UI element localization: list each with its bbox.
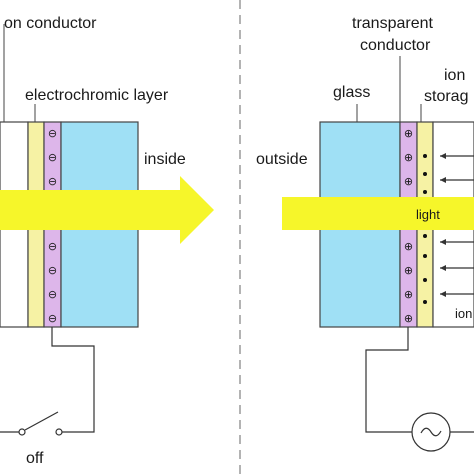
ion-dot: [423, 234, 427, 238]
negative-charge: ⊖: [48, 175, 57, 188]
ion-arrowhead: [440, 265, 446, 271]
positive-charge: ⊕: [404, 175, 413, 188]
ion-storage-label-line1: ion: [444, 67, 465, 84]
ion-dot: [423, 190, 427, 194]
glass-label: glass: [333, 84, 370, 101]
positive-charge: ⊕: [404, 127, 413, 140]
switch-contact: [18, 428, 26, 436]
negative-charge: ⊖: [48, 127, 57, 140]
right-layer-charges: ⊕ ⊕ ⊕ ⊕ ⊕ ⊕ ⊕: [404, 127, 413, 325]
positive-charge: ⊕: [404, 312, 413, 325]
ion-arrowhead: [440, 177, 446, 183]
light-arrow-left: [0, 176, 214, 244]
light-arrow-right: [282, 197, 474, 230]
switch-off-label: off: [26, 450, 44, 467]
negative-charge: ⊖: [48, 312, 57, 325]
ion-dot: [423, 254, 427, 258]
ion-storage-label-line2: storag: [424, 88, 468, 105]
left-panel: ⊖ ⊖ ⊖ ⊖ ⊖ ⊖ ⊖ on conductor electrochromi…: [0, 15, 214, 467]
ion-migration-top: [423, 153, 474, 194]
negative-charge: ⊖: [48, 151, 57, 164]
negative-charge: ⊖: [48, 240, 57, 253]
ion-dot: [423, 278, 427, 282]
ion-conductor-label: on conductor: [4, 15, 97, 32]
ion-label-partial: ion: [455, 306, 472, 321]
positive-charge: ⊕: [404, 288, 413, 301]
electrochromic-layer-charges: ⊖ ⊖ ⊖ ⊖ ⊖ ⊖ ⊖: [48, 127, 57, 325]
transparent-conductor-label-line2: conductor: [360, 37, 431, 54]
switch-contact: [55, 428, 63, 436]
ion-migration-bottom: [423, 234, 474, 304]
ion-arrowhead: [440, 239, 446, 245]
negative-charge: ⊖: [48, 264, 57, 277]
inside-label: inside: [144, 151, 186, 168]
outside-label: outside: [256, 151, 308, 168]
ion-dot: [423, 154, 427, 158]
ion-dot: [423, 300, 427, 304]
ac-wave-icon: [420, 427, 442, 437]
light-label: light: [416, 207, 440, 222]
transparent-conductor-label-line1: transparent: [352, 15, 433, 32]
ion-dot: [423, 172, 427, 176]
right-panel: ⊕ ⊕ ⊕ ⊕ ⊕ ⊕ ⊕ light: [256, 15, 474, 452]
ion-arrowhead: [440, 291, 446, 297]
negative-charge: ⊖: [48, 288, 57, 301]
electrochromic-layer-label: electrochromic layer: [25, 87, 169, 104]
left-circuit-wire: [51, 327, 95, 433]
positive-charge: ⊕: [404, 264, 413, 277]
right-circuit-wire: [365, 327, 412, 433]
switch-lever: [24, 411, 59, 431]
ion-arrowhead: [440, 153, 446, 159]
positive-charge: ⊕: [404, 240, 413, 253]
positive-charge: ⊕: [404, 151, 413, 164]
